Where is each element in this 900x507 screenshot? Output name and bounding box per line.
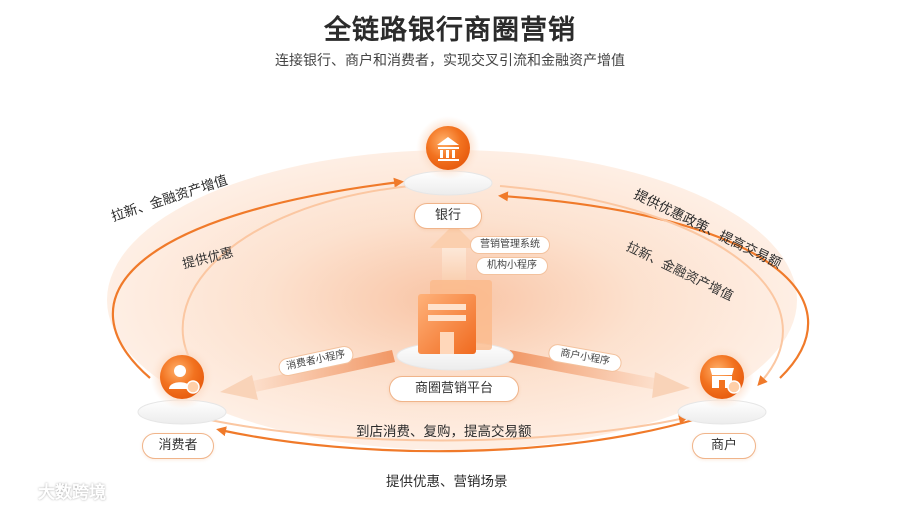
tag-mini-program: 机构小程序 (476, 257, 548, 275)
arrow-bank-to-merchant (499, 185, 784, 386)
watermark: 大数跨境 (10, 478, 106, 503)
merchant-node-label: 商户 (710, 438, 737, 453)
watermark-logo-icon (10, 481, 34, 500)
consumer-node-label: 消费者 (158, 438, 198, 453)
arrow-merchant-to-bank (498, 191, 810, 379)
arrow-consumer-to-bank (111, 177, 404, 379)
platform-node: 商圈营销平台 (389, 376, 519, 402)
consumer-node: 消费者 (142, 433, 214, 459)
bank-orb (403, 116, 493, 196)
merchant-node: 商户 (692, 433, 756, 459)
page-title: 全链路银行商圈营销 (324, 15, 576, 46)
page-subtitle: 连接银行、商户和消费者，实现交叉引流和金融资产增值 (275, 53, 625, 69)
consumer-orb (137, 345, 227, 425)
platform-node-label: 商圈营销平台 (414, 381, 493, 396)
merchant-orb (677, 345, 767, 425)
flow-label-bottom-outer: 提供优惠、营销场景 (386, 474, 508, 490)
bank-node-label: 银行 (434, 208, 461, 223)
bank-node: 银行 (414, 203, 482, 229)
beam-right (508, 350, 690, 398)
platform-building-icon (396, 280, 514, 371)
arrow-bank-to-consumer (181, 185, 411, 372)
tag-marketing-system: 营销管理系统 (470, 236, 550, 254)
beam-left (220, 350, 395, 400)
arrow-merchant-to-consumer (216, 416, 701, 453)
arrow-consumer-to-merchant (209, 414, 689, 442)
watermark-text: 大数跨境 (38, 483, 106, 503)
flow-label-bottom-inner: 到店消费、复购，提高交易额 (356, 424, 532, 440)
